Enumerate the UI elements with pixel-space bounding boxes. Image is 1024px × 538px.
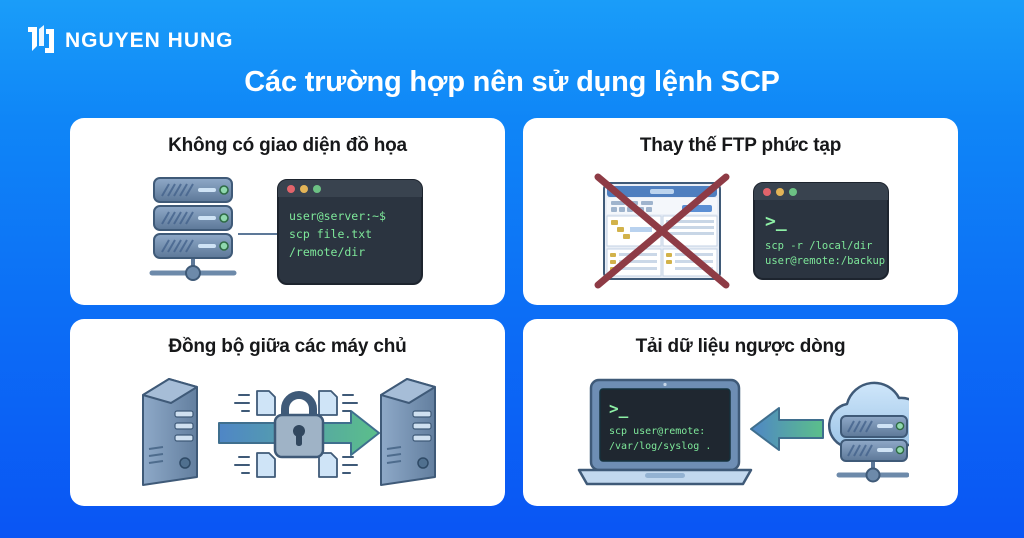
card-title: Đồng bộ giữa các máy chủ	[168, 336, 407, 357]
terminal-line-1: scp -r /local/dir	[765, 240, 872, 252]
card-title: Tải dữ liệu ngược dòng	[635, 336, 846, 357]
laptop-terminal-icon[interactable]: >_ scp user@remote: /var/log/syslog .	[577, 378, 752, 486]
red-cross-icon	[594, 173, 729, 289]
terminal-line-2: scp file.txt	[289, 227, 372, 241]
card-no-gui: Không có giao diện đồ họa	[70, 118, 505, 305]
card-download-upstream: Tải dữ liệu ngược dòng	[523, 319, 958, 506]
brand-logo: NGUYEN HUNG	[26, 24, 234, 56]
server-tower-icon	[379, 378, 436, 486]
card-sync-servers: Đồng bộ giữa các máy chủ	[70, 319, 505, 506]
file-icon	[233, 390, 358, 478]
card-grid: Không có giao diện đồ họa	[70, 118, 958, 506]
left-arrow-icon	[749, 407, 824, 451]
terminal-dot-red	[762, 188, 771, 196]
server-rack-icon	[149, 177, 236, 281]
terminal-prompt: >_	[765, 211, 787, 232]
card-title: Không có giao diện đồ họa	[168, 135, 407, 156]
terminal-line-2: user@remote:/backup	[765, 255, 885, 267]
brand-name: NGUYEN HUNG	[65, 28, 234, 52]
terminal-dot-green	[312, 185, 321, 193]
laptop-terminal-line-1: scp user@remote:	[609, 426, 705, 437]
padlock-icon	[273, 391, 324, 459]
card-title: Thay thế FTP phức tạp	[639, 135, 842, 156]
laptop-terminal-line-2: /var/log/syslog .	[609, 441, 711, 452]
terminal-dot-red	[286, 185, 295, 193]
card-figure-no-gui: user@server:~$ scp file.txt /remote/dir	[70, 166, 505, 298]
card-figure-sync-servers	[70, 367, 505, 499]
terminal-line-3: /remote/dir	[289, 245, 365, 259]
card-figure-download-upstream: >_ scp user@remote: /var/log/syslog .	[523, 367, 958, 499]
terminal-window-icon[interactable]: user@server:~$ scp file.txt /remote/dir	[276, 179, 423, 285]
nguyen-hung-monogram-icon	[28, 25, 54, 53]
card-figure-replace-ftp: >_ scp -r /local/dir user@remote:/backup	[523, 166, 958, 298]
card-replace-ftp: Thay thế FTP phức tạp	[523, 118, 958, 305]
terminal-dot-yellow	[775, 188, 784, 196]
terminal-window-icon[interactable]: >_ scp -r /local/dir user@remote:/backup	[752, 182, 889, 280]
terminal-dot-yellow	[299, 185, 308, 193]
terminal-dot-green	[788, 188, 797, 196]
laptop-terminal-prompt: >_	[609, 399, 629, 418]
terminal-line-1: user@server:~$	[289, 209, 386, 223]
server-tower-icon	[141, 378, 198, 486]
cloud-server-icon	[827, 381, 909, 483]
page-title: Các trường hợp nên sử dụng lệnh SCP	[244, 66, 780, 98]
